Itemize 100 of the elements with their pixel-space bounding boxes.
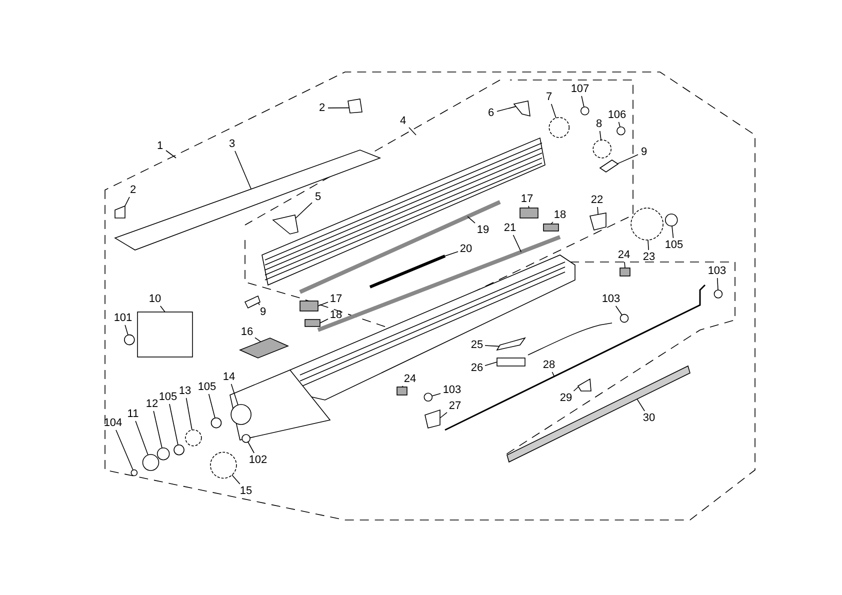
- callout-number: 20: [459, 243, 473, 255]
- callout-number: 8: [594, 118, 604, 130]
- leader-line: [166, 150, 176, 158]
- leader-line: [124, 196, 130, 206]
- callout-number: 25: [470, 339, 484, 351]
- clip-drawing: [114, 205, 126, 218]
- motor-drawing: [137, 312, 193, 358]
- callout-number: 105: [196, 381, 218, 393]
- leader-line: [716, 278, 718, 290]
- callout-number: 3: [227, 138, 237, 150]
- leader-line: [624, 262, 626, 268]
- callout-number: 6: [486, 107, 496, 119]
- callout-number: 105: [664, 239, 684, 251]
- callout-number: 105: [158, 391, 178, 403]
- clip-ring-drawing: [174, 444, 184, 456]
- bushing-drawing: [230, 404, 252, 425]
- screw-drawing: [714, 290, 723, 298]
- bracket-drawing: [590, 212, 606, 230]
- leader-line: [258, 302, 260, 306]
- callout-number: 23: [642, 251, 656, 263]
- leader-line: [328, 107, 350, 108]
- callout-number: 103: [442, 384, 462, 396]
- bracket-drawing: [424, 409, 440, 428]
- leader-line: [648, 240, 649, 250]
- pulley-drawing: [142, 454, 160, 471]
- callout-number: 15: [239, 485, 253, 497]
- gear-drawing: [210, 452, 237, 479]
- bearing-drawing: [156, 447, 170, 460]
- callout-number: 7: [544, 91, 554, 103]
- leader-line: [160, 306, 166, 312]
- screw-drawing: [124, 334, 135, 346]
- rod-drawing: [444, 284, 706, 431]
- leader-line: [581, 96, 584, 108]
- leader-line: [254, 337, 262, 342]
- callout-number: 14: [222, 371, 236, 383]
- leader-line: [169, 404, 178, 446]
- callout-number: 106: [606, 109, 628, 121]
- clip-ring-drawing: [664, 214, 678, 226]
- callout-number: 103: [706, 265, 728, 277]
- leader-line: [124, 324, 128, 336]
- leader-line: [550, 222, 554, 224]
- callout-number: 2: [317, 102, 327, 114]
- leader-line: [318, 302, 328, 306]
- clip-drawing: [348, 98, 362, 114]
- leader-line: [440, 412, 448, 418]
- callout-number: 5: [313, 191, 323, 203]
- callout-number: 29: [559, 392, 573, 404]
- callout-number: 10: [148, 293, 162, 305]
- strip-drawing: [369, 254, 446, 288]
- callout-number: 4: [398, 115, 408, 127]
- pad-drawing: [543, 224, 559, 232]
- leader-line: [230, 384, 238, 406]
- leader-line: [208, 394, 216, 418]
- clip-ring-drawing: [616, 126, 626, 136]
- guide-plate-drawing: [272, 214, 298, 234]
- callout-number: 16: [240, 326, 254, 338]
- leader-line: [248, 442, 255, 454]
- leader-line: [552, 372, 555, 377]
- pad-drawing: [620, 268, 630, 276]
- pad-drawing: [304, 319, 320, 327]
- callout-number: 17: [329, 293, 343, 305]
- callout-number: 9: [258, 306, 268, 318]
- callout-number: 9: [639, 146, 649, 158]
- callout-number: 28: [542, 359, 556, 371]
- leader-line: [636, 398, 645, 412]
- callout-number: 22: [590, 194, 604, 206]
- leader-line: [672, 226, 674, 238]
- leader-line: [550, 104, 556, 118]
- leader-line: [618, 122, 620, 128]
- leader-line: [135, 420, 148, 456]
- leader-line: [444, 251, 458, 256]
- leader-line: [484, 362, 498, 366]
- callout-number: 26: [470, 362, 484, 374]
- leader-line: [528, 206, 530, 208]
- gasket-drawing: [238, 338, 290, 358]
- clip-ring-drawing: [210, 417, 222, 428]
- callout-number: 21: [503, 222, 517, 234]
- callout-number: 17: [520, 193, 534, 205]
- callout-number: 24: [403, 373, 417, 385]
- leader-line: [432, 393, 441, 396]
- leader-line: [597, 206, 598, 215]
- callout-number: 27: [448, 400, 462, 412]
- pad-drawing: [396, 386, 408, 396]
- leader-line: [496, 106, 516, 112]
- callout-number: 18: [553, 209, 567, 221]
- leader-line: [232, 474, 240, 484]
- guide-plate-drawing: [513, 100, 530, 117]
- leader-line: [512, 234, 522, 252]
- callout-number: 19: [476, 224, 490, 236]
- pad-drawing: [300, 300, 318, 312]
- screw-drawing: [244, 295, 260, 309]
- callout-number: 104: [102, 417, 124, 429]
- callout-number: 12: [145, 398, 159, 410]
- leader-line: [234, 150, 252, 190]
- leader-line: [615, 306, 622, 316]
- gear-drawing: [548, 117, 570, 138]
- leader-line: [467, 216, 476, 224]
- leader-line: [484, 345, 500, 347]
- callout-number: 11: [126, 408, 140, 420]
- callout-number: 107: [570, 83, 590, 95]
